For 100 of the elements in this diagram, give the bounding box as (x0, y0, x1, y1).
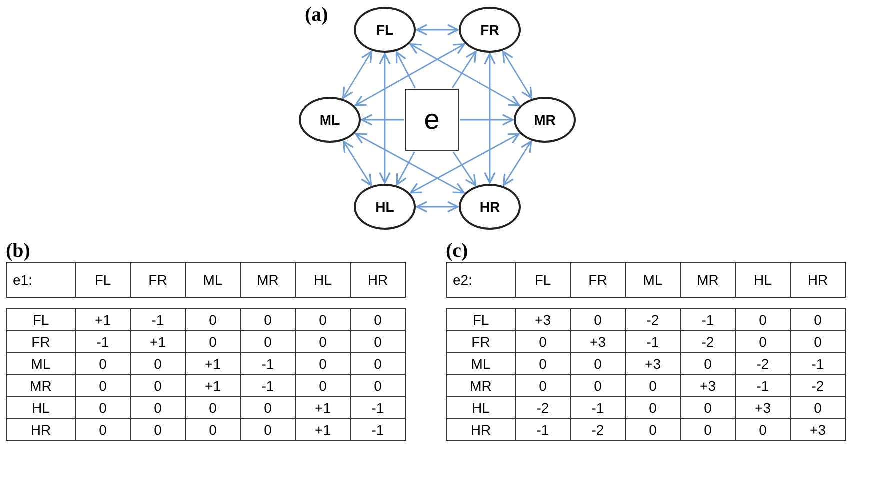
node-label: FR (480, 22, 500, 38)
arrow (410, 44, 520, 106)
table-cell: 0 (130, 352, 186, 374)
table-cell: 0 (76, 396, 130, 418)
panel-label: (b) (6, 240, 30, 263)
arrow (416, 201, 459, 213)
arrow (379, 53, 391, 184)
column-header: ML (186, 262, 240, 298)
table-cell: +3 (570, 330, 626, 352)
table-cell: 0 (570, 352, 626, 374)
column-header: MR (680, 262, 736, 298)
table-cell: -1 (516, 418, 570, 440)
table-cell: +1 (130, 330, 186, 352)
column-header: MR (240, 262, 296, 298)
column-header: HR (790, 262, 846, 298)
row-header: HR (6, 418, 76, 440)
row-header: FL (446, 308, 516, 330)
node-label: FL (376, 22, 394, 38)
table-cell: -1 (570, 396, 626, 418)
table-cell: 0 (130, 374, 186, 396)
node-label: ML (320, 112, 340, 128)
table-cell: -1 (736, 374, 790, 396)
table-cell: 0 (76, 374, 130, 396)
table-cell: 0 (76, 352, 130, 374)
table-cell: 0 (186, 330, 240, 352)
node-label: e (424, 104, 440, 136)
table-cell: 0 (626, 396, 680, 418)
row-header: MR (446, 374, 516, 396)
table-cell: +1 (186, 352, 240, 374)
table-cell: 0 (680, 396, 736, 418)
column-header: e2: (446, 262, 516, 298)
ellipse-node (459, 184, 521, 230)
table-cell: 0 (350, 308, 406, 330)
node-label: MR (534, 112, 556, 128)
table-cell: -2 (790, 374, 846, 396)
table-cell: 0 (130, 396, 186, 418)
table-cell: 0 (186, 418, 240, 440)
table-cell: +3 (736, 396, 790, 418)
table-cell: +3 (680, 374, 736, 396)
table-cell: 0 (350, 330, 406, 352)
table-cell: 0 (516, 352, 570, 374)
table-cell: 0 (570, 374, 626, 396)
table-cell: -1 (790, 352, 846, 374)
column-header: HL (736, 262, 790, 298)
column-header: HL (296, 262, 350, 298)
row-header: ML (446, 352, 516, 374)
arrow (410, 133, 520, 194)
column-header: e1: (6, 262, 76, 298)
table-cell: 0 (296, 374, 350, 396)
arrow (452, 50, 477, 88)
table-cell: -2 (516, 396, 570, 418)
table-cell: 0 (626, 374, 680, 396)
arrow (342, 51, 372, 99)
center-box (405, 89, 459, 151)
column-header: HR (350, 262, 406, 298)
table-cell: 0 (240, 396, 296, 418)
row-header: HL (6, 396, 76, 418)
arrow (361, 114, 404, 126)
column-header: FR (130, 262, 186, 298)
column-header: FL (516, 262, 570, 298)
table-cell: -2 (570, 418, 626, 440)
table-cell: 0 (626, 418, 680, 440)
table-cell: +3 (626, 352, 680, 374)
row-header: HL (446, 396, 516, 418)
column-header: FL (76, 262, 130, 298)
arrow (460, 114, 514, 126)
table-cell: -1 (240, 374, 296, 396)
table-cell: 0 (570, 308, 626, 330)
table-cell: 0 (76, 418, 130, 440)
table-cell: 0 (736, 330, 790, 352)
table-cell: +1 (296, 418, 350, 440)
arrow (355, 133, 465, 194)
table-cell: -1 (350, 418, 406, 440)
table-cell: 0 (296, 330, 350, 352)
table-cell: -1 (626, 330, 680, 352)
ellipse-node (514, 97, 576, 143)
table-cell: 0 (680, 352, 736, 374)
table-cell: -2 (680, 330, 736, 352)
node-label: HL (376, 199, 394, 215)
row-header: FR (446, 330, 516, 352)
table-cell: +1 (76, 308, 130, 330)
arrow (354, 44, 466, 106)
table-cell: 0 (350, 352, 406, 374)
ellipse-node (459, 7, 521, 53)
table-cell: 0 (516, 374, 570, 396)
table-cell: 0 (240, 308, 296, 330)
row-header: HR (446, 418, 516, 440)
table-cell: -1 (130, 308, 186, 330)
table-cell: +3 (516, 308, 570, 330)
arrow (396, 152, 416, 186)
table-cell: 0 (516, 330, 570, 352)
table-cell: +1 (186, 374, 240, 396)
table-cell: 0 (350, 374, 406, 396)
table-cell: 0 (130, 418, 186, 440)
table-cell: 0 (790, 330, 846, 352)
table-cell: 0 (296, 352, 350, 374)
column-header: ML (626, 262, 680, 298)
table-cell: 0 (736, 418, 790, 440)
panel-label: (a) (305, 4, 328, 27)
ellipse-node (299, 97, 361, 143)
